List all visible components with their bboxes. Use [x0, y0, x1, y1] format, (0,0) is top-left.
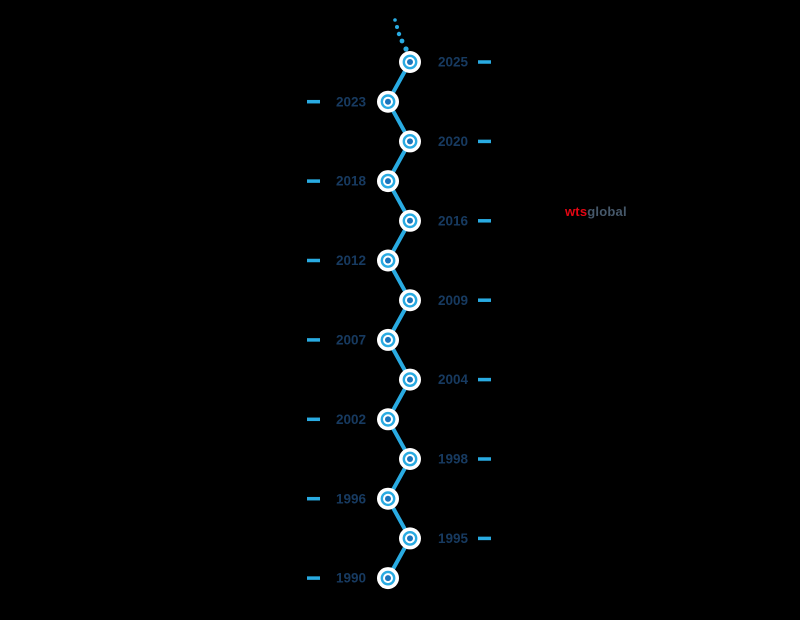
timeline-node: 2004: [399, 368, 491, 391]
timeline-node: 2018: [307, 170, 399, 193]
year-tick-dash: [478, 536, 491, 541]
year-tick-dash: [307, 496, 320, 501]
year-tick-dash: [478, 298, 491, 302]
node-center-dot: [385, 575, 391, 582]
year-tick-dash: [478, 457, 491, 461]
timeline-node: 1998: [399, 448, 491, 470]
timeline-node: 2012: [307, 249, 399, 272]
timeline-node: 2023: [307, 90, 399, 113]
year-tick-dash: [307, 99, 320, 104]
timeline-tail-dot: [395, 25, 399, 29]
year-tick-dash: [307, 338, 320, 342]
timeline-node: 2009: [399, 289, 491, 312]
year-tick-dash: [478, 139, 491, 144]
year-label: 2020: [438, 134, 468, 149]
year-label: 2023: [336, 94, 367, 109]
year-tick-dash: [478, 377, 491, 382]
year-tick-dash: [307, 576, 320, 580]
year-tick-dash: [307, 417, 320, 422]
timeline-tail-dot: [399, 38, 405, 44]
year-tick-dash: [307, 258, 320, 263]
year-label: 2012: [336, 253, 366, 268]
year-tick-dash: [478, 219, 491, 223]
year-label: 2018: [336, 174, 367, 189]
node-center-dot: [407, 297, 413, 304]
year-label: 1990: [336, 571, 366, 586]
year-tick-dash: [307, 179, 320, 183]
brand-logo: wtsglobal: [565, 204, 627, 219]
node-center-dot: [385, 257, 391, 264]
node-center-dot: [385, 98, 391, 105]
timeline-tail-dot: [403, 46, 409, 52]
node-center-dot: [407, 376, 413, 383]
year-tick-dash: [478, 60, 491, 64]
year-label: 2004: [438, 372, 469, 387]
year-label: 1995: [438, 531, 469, 546]
timeline-node: 2025: [399, 51, 491, 73]
node-center-dot: [385, 178, 391, 185]
node-center-dot: [385, 336, 391, 343]
timeline-node: 1995: [399, 527, 491, 550]
node-center-dot: [407, 138, 413, 145]
brand-logo-global: global: [587, 204, 627, 219]
timeline-node: 2007: [307, 328, 399, 351]
timeline-node: 2016: [399, 209, 491, 232]
node-center-dot: [407, 456, 413, 462]
year-label: 2025: [438, 55, 469, 70]
node-center-dot: [407, 535, 413, 542]
node-center-dot: [407, 217, 413, 224]
timeline-tail-dot: [393, 18, 397, 22]
brand-logo-wts: wts: [565, 204, 588, 219]
year-label: 2007: [336, 333, 366, 348]
timeline-tail-dot: [396, 31, 402, 37]
timeline-node: 1996: [307, 487, 399, 510]
node-center-dot: [385, 416, 391, 423]
node-center-dot: [385, 495, 391, 502]
timeline-node: 1990: [307, 567, 399, 590]
year-label: 2016: [438, 213, 469, 228]
year-label: 1996: [336, 491, 367, 506]
year-label: 2009: [438, 293, 468, 308]
year-label: 2002: [336, 412, 366, 427]
timeline-node: 2002: [307, 408, 399, 431]
node-center-dot: [407, 59, 413, 65]
timeline-node: 2020: [399, 130, 491, 153]
year-label: 1998: [438, 452, 469, 467]
